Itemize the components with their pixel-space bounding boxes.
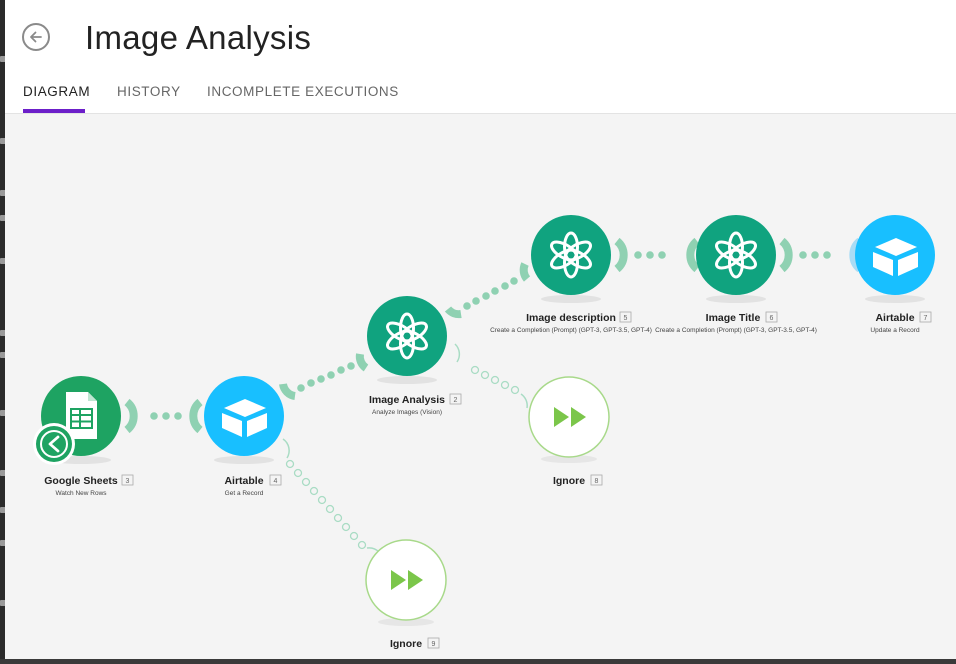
- module-id: 6: [770, 315, 774, 322]
- module-id: 9: [432, 641, 436, 648]
- module-name: Image Title: [706, 312, 761, 324]
- page-title: Image Analysis: [85, 19, 312, 56]
- module-name: Airtable: [224, 475, 263, 487]
- module-image-analysis[interactable]: Image Analysis 2 Analyze Images (Vision): [367, 296, 462, 416]
- connection-image-analysis-ignore: [470, 365, 520, 395]
- module-ignore-8[interactable]: Ignore 8: [528, 376, 610, 487]
- active-tab-indicator: [23, 109, 85, 113]
- connection-description-title: [634, 251, 666, 259]
- module-image-description[interactable]: Image description 5 Create a Completion …: [490, 215, 652, 334]
- scenario-header: Image Analysis DIAGRAM HISTORY INCOMPLET…: [5, 0, 956, 114]
- module-action: Analyze Images (Vision): [372, 409, 442, 416]
- module-name: Airtable: [875, 312, 914, 324]
- module-action: Create a Completion (Prompt) (GPT-3, GPT…: [655, 327, 817, 334]
- connection-airtable-image-analysis: [297, 362, 355, 392]
- module-name: Image Analysis: [369, 394, 445, 406]
- module-id: 5: [624, 315, 628, 322]
- clock-trigger-icon[interactable]: [33, 423, 75, 465]
- module-name: Ignore: [390, 638, 422, 650]
- scenario-panel: Image Analysis DIAGRAM HISTORY INCOMPLET…: [5, 0, 956, 659]
- module-google-sheets[interactable]: Google Sheets 3 Watch New Rows: [33, 376, 134, 497]
- connection-airtable-ignore: [285, 459, 367, 550]
- module-action: Get a Record: [225, 490, 264, 497]
- module-id: 3: [126, 478, 130, 485]
- module-id: 7: [924, 315, 928, 322]
- module-id: 2: [454, 397, 458, 404]
- scenario-diagram-canvas[interactable]: Google Sheets 3 Watch New Rows Airtable …: [5, 114, 956, 659]
- connection-sheets-airtable: [150, 412, 182, 420]
- back-arrow-icon: [30, 31, 42, 43]
- module-action: Create a Completion (Prompt) (GPT-3, GPT…: [490, 327, 652, 334]
- module-action: Update a Record: [870, 327, 920, 334]
- connection-image-analysis-description: [463, 277, 518, 310]
- module-id: 4: [274, 478, 278, 485]
- module-name: Image description: [526, 312, 616, 324]
- module-image-title[interactable]: Image Title 6 Create a Completion (Promp…: [655, 215, 817, 334]
- module-action: Watch New Rows: [55, 490, 107, 497]
- connection-title-airtable-update: [799, 251, 831, 259]
- module-name: Ignore: [553, 475, 585, 487]
- module-airtable-update[interactable]: Airtable 7 Update a Record: [855, 215, 935, 334]
- background-window-edge: [0, 0, 6, 659]
- back-button[interactable]: [22, 23, 50, 51]
- module-ignore-9[interactable]: Ignore 9: [365, 539, 447, 650]
- module-name: Google Sheets: [44, 475, 118, 487]
- tab-incomplete-executions[interactable]: INCOMPLETE EXECUTIONS: [207, 84, 399, 99]
- module-airtable-get[interactable]: Airtable 4 Get a Record: [204, 376, 284, 497]
- tab-history[interactable]: HISTORY: [117, 84, 181, 99]
- google-sheets-icon: [66, 392, 97, 439]
- module-id: 8: [595, 478, 599, 485]
- tab-diagram[interactable]: DIAGRAM: [23, 84, 91, 99]
